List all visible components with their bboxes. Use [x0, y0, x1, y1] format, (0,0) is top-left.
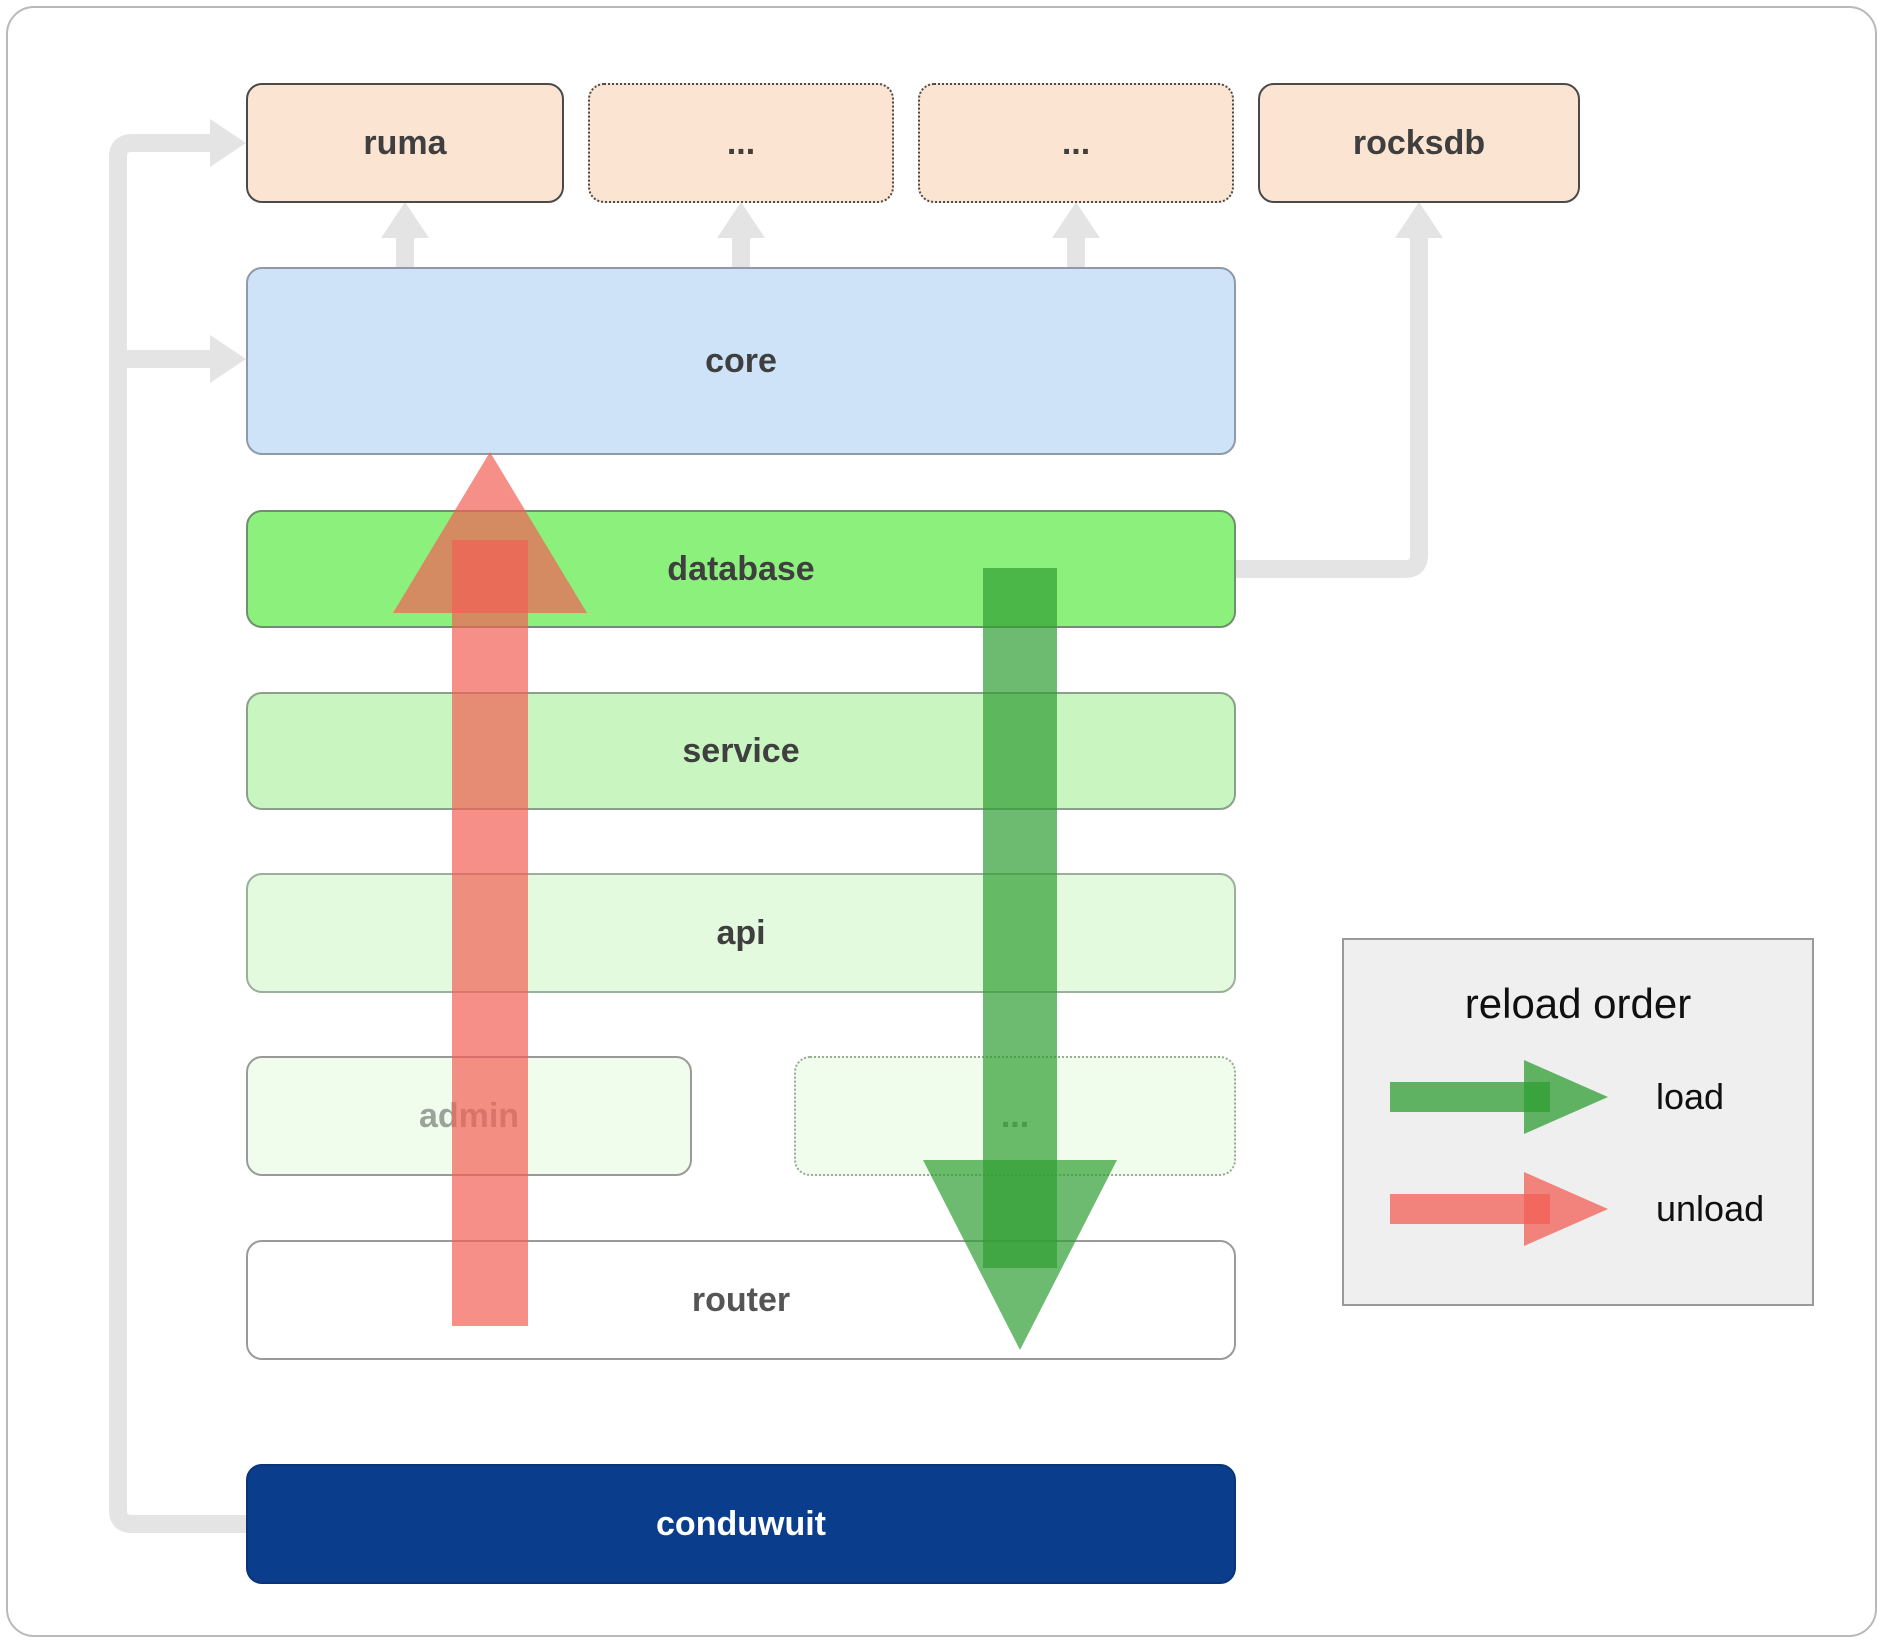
- node-service: service: [246, 692, 1236, 810]
- node-crate-dots-label: ...: [1000, 1096, 1030, 1135]
- node-core-label: core: [705, 341, 777, 380]
- node-rocksdb-label: rocksdb: [1352, 123, 1486, 162]
- legend-item-load: load: [1386, 1054, 1812, 1140]
- node-conduwuit: conduwuit: [246, 1464, 1236, 1584]
- node-admin-label: admin: [418, 1096, 520, 1135]
- node-dependency-dots-1-label: ...: [726, 123, 756, 162]
- legend-load-label: load: [1656, 1076, 1725, 1117]
- node-dependency-dots-2: ...: [918, 83, 1234, 203]
- legend-unload-label: unload: [1656, 1188, 1765, 1229]
- node-ruma: ruma: [246, 83, 564, 203]
- legend: reload order load unload: [1342, 938, 1814, 1306]
- node-router-label: router: [691, 1280, 791, 1319]
- node-dependency-dots-2-label: ...: [1061, 123, 1091, 162]
- legend-item-unload: unload: [1386, 1166, 1812, 1252]
- legend-title: reload order: [1464, 980, 1692, 1027]
- node-rocksdb: rocksdb: [1258, 83, 1580, 203]
- node-dependency-dots-1: ...: [588, 83, 894, 203]
- node-service-label: service: [682, 731, 800, 770]
- outer-frame: [6, 6, 1877, 1637]
- node-conduwuit-label: conduwuit: [656, 1504, 826, 1543]
- load-arrow-icon: [1390, 1060, 1608, 1134]
- node-crate-dots: ...: [794, 1056, 1236, 1176]
- node-api-label: api: [716, 913, 766, 952]
- node-database: database: [246, 510, 1236, 628]
- node-database-label: database: [667, 549, 815, 588]
- node-ruma-label: ruma: [363, 123, 447, 162]
- node-router: router: [246, 1240, 1236, 1360]
- node-api: api: [246, 873, 1236, 993]
- node-admin: admin: [246, 1056, 692, 1176]
- unload-arrow-icon: [1390, 1172, 1608, 1246]
- node-core: core: [246, 267, 1236, 455]
